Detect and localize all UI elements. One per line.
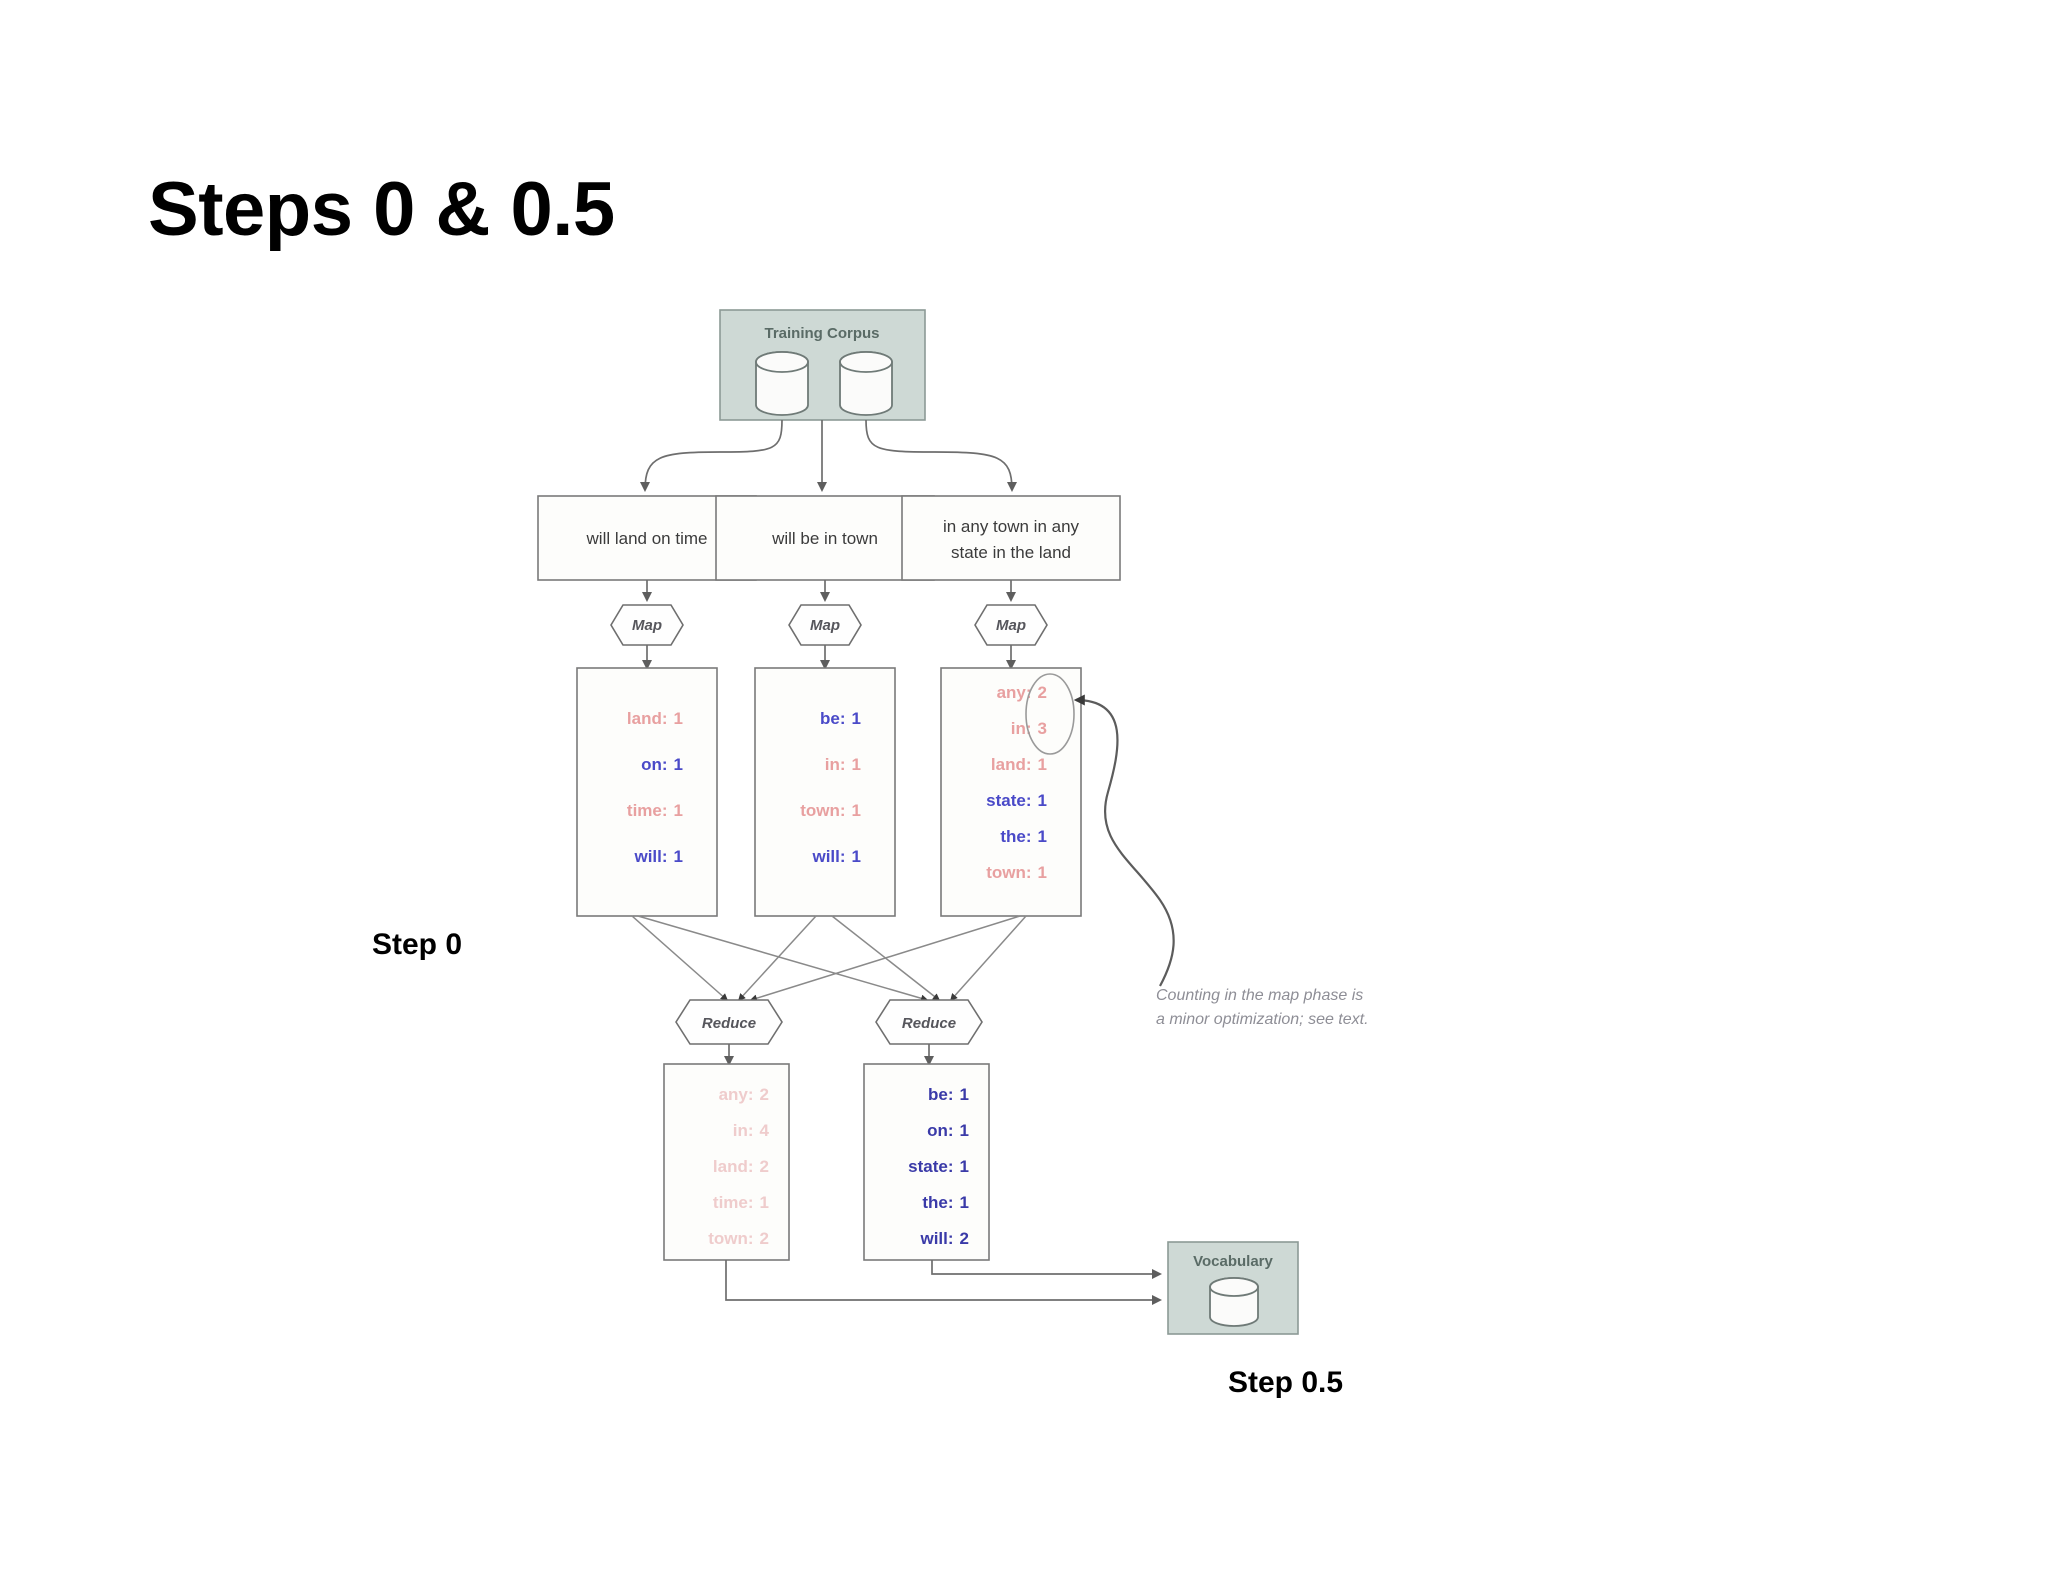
- reduce-hexagon: [875, 999, 983, 1045]
- count-entry: will:2: [919, 1229, 969, 1248]
- count-entry: any:2: [719, 1085, 769, 1104]
- reduce-node-0[interactable]: Reduce: [675, 999, 783, 1045]
- shuffle-edges: [631, 915, 1027, 1002]
- count-entry: any:2: [997, 683, 1047, 702]
- reduce-node-label: Reduce: [902, 1015, 956, 1032]
- count-entry: land:1: [627, 709, 683, 728]
- reduce-output-box: [663, 1063, 790, 1261]
- map-output-1[interactable]: be:1 in:1 town:1 will:1: [754, 667, 896, 917]
- count-entry: will:1: [633, 847, 683, 866]
- reduce-to-vocabulary-edges: [725, 1260, 1163, 1306]
- count-entry: town:1: [986, 863, 1047, 882]
- map-node-0[interactable]: Map: [610, 604, 684, 646]
- sentence-box-2[interactable]: in any town in any state in the land: [901, 495, 1121, 581]
- reduce-output-1[interactable]: be:1 on:1 state:1 the:1 will:2: [863, 1063, 990, 1261]
- map-node-2[interactable]: Map: [974, 604, 1048, 646]
- count-entry: in:4: [733, 1121, 770, 1140]
- map-node-label: Map: [996, 617, 1026, 634]
- count-entry: time:1: [713, 1193, 769, 1212]
- count-entry: be:1: [928, 1085, 969, 1104]
- reduce-output-box: [863, 1063, 990, 1261]
- map-output-0[interactable]: land:1 on:1 time:1 will:1: [576, 667, 718, 917]
- map-hexagon: [974, 604, 1048, 646]
- map-node-1[interactable]: Map: [788, 604, 862, 646]
- map-node-label: Map: [810, 617, 840, 634]
- count-entry: state:1: [986, 791, 1047, 810]
- map-node-label: Map: [632, 617, 662, 634]
- database-cylinder-icon: [1209, 1277, 1259, 1327]
- map-output-box: [940, 667, 1082, 917]
- step-0.5-label: Step 0.5: [1228, 1366, 1344, 1399]
- annotation-note: Counting in the map phase is a minor opt…: [1156, 987, 1369, 1028]
- training-corpus-label: Training Corpus: [764, 325, 879, 342]
- reduce-node-1[interactable]: Reduce: [875, 999, 983, 1045]
- annotation-callout-line: [1073, 694, 1175, 987]
- count-entry: the:1: [922, 1193, 969, 1212]
- map-hexagon: [788, 604, 862, 646]
- count-entry: will:1: [811, 847, 861, 866]
- count-entry: on:1: [927, 1121, 969, 1140]
- map-output-box: [754, 667, 896, 917]
- sentence-box-outline: [901, 495, 1121, 581]
- map-hexagon: [610, 604, 684, 646]
- count-entry: land:2: [713, 1157, 769, 1176]
- database-cylinder-icon: [755, 351, 809, 416]
- annotation-line-2: a minor optimization; see text.: [1156, 1011, 1369, 1028]
- sentence-text-line1: in any town in any: [943, 517, 1080, 536]
- annotation-line-1: Counting in the map phase is: [1156, 987, 1363, 1004]
- reduce-hexagon: [675, 999, 783, 1045]
- map-output-2[interactable]: any:2 in:3 land:1 state:1 the:1 town:1: [940, 667, 1082, 917]
- sentence-text: will land on time: [586, 529, 708, 548]
- count-entry: the:1: [1000, 827, 1047, 846]
- sentence-text-line2: state in the land: [951, 543, 1071, 562]
- page-title: Steps 0 & 0.5: [148, 167, 615, 252]
- count-entry: town:1: [800, 801, 861, 820]
- reduce-node-label: Reduce: [702, 1015, 756, 1032]
- sentence-to-map-edges: [641, 580, 1017, 603]
- corpus-to-sentence-edges: [639, 419, 1018, 493]
- count-entry: time:1: [627, 801, 683, 820]
- reduce-to-output-edges: [723, 1044, 935, 1067]
- map-to-output-edges: [641, 645, 1017, 671]
- count-entry: land:1: [991, 755, 1047, 774]
- vocabulary-node[interactable]: Vocabulary: [1167, 1241, 1299, 1335]
- count-entry: town:2: [708, 1229, 769, 1248]
- mapreduce-diagram: Training Corpus: [520, 300, 1600, 1360]
- sentence-text: will be in town: [771, 529, 878, 548]
- count-entry: in:1: [825, 755, 861, 774]
- count-entry: on:1: [641, 755, 683, 774]
- count-entry: be:1: [820, 709, 861, 728]
- count-entry: state:1: [908, 1157, 969, 1176]
- reduce-output-0[interactable]: any:2 in:4 land:2 time:1 town:2: [663, 1063, 790, 1261]
- vocabulary-label: Vocabulary: [1193, 1253, 1273, 1270]
- database-cylinder-icon: [839, 351, 893, 416]
- map-output-box: [576, 667, 718, 917]
- step-0-label: Step 0: [372, 928, 463, 961]
- training-corpus-node[interactable]: Training Corpus: [719, 309, 926, 421]
- highlight-ellipse: [1025, 673, 1075, 755]
